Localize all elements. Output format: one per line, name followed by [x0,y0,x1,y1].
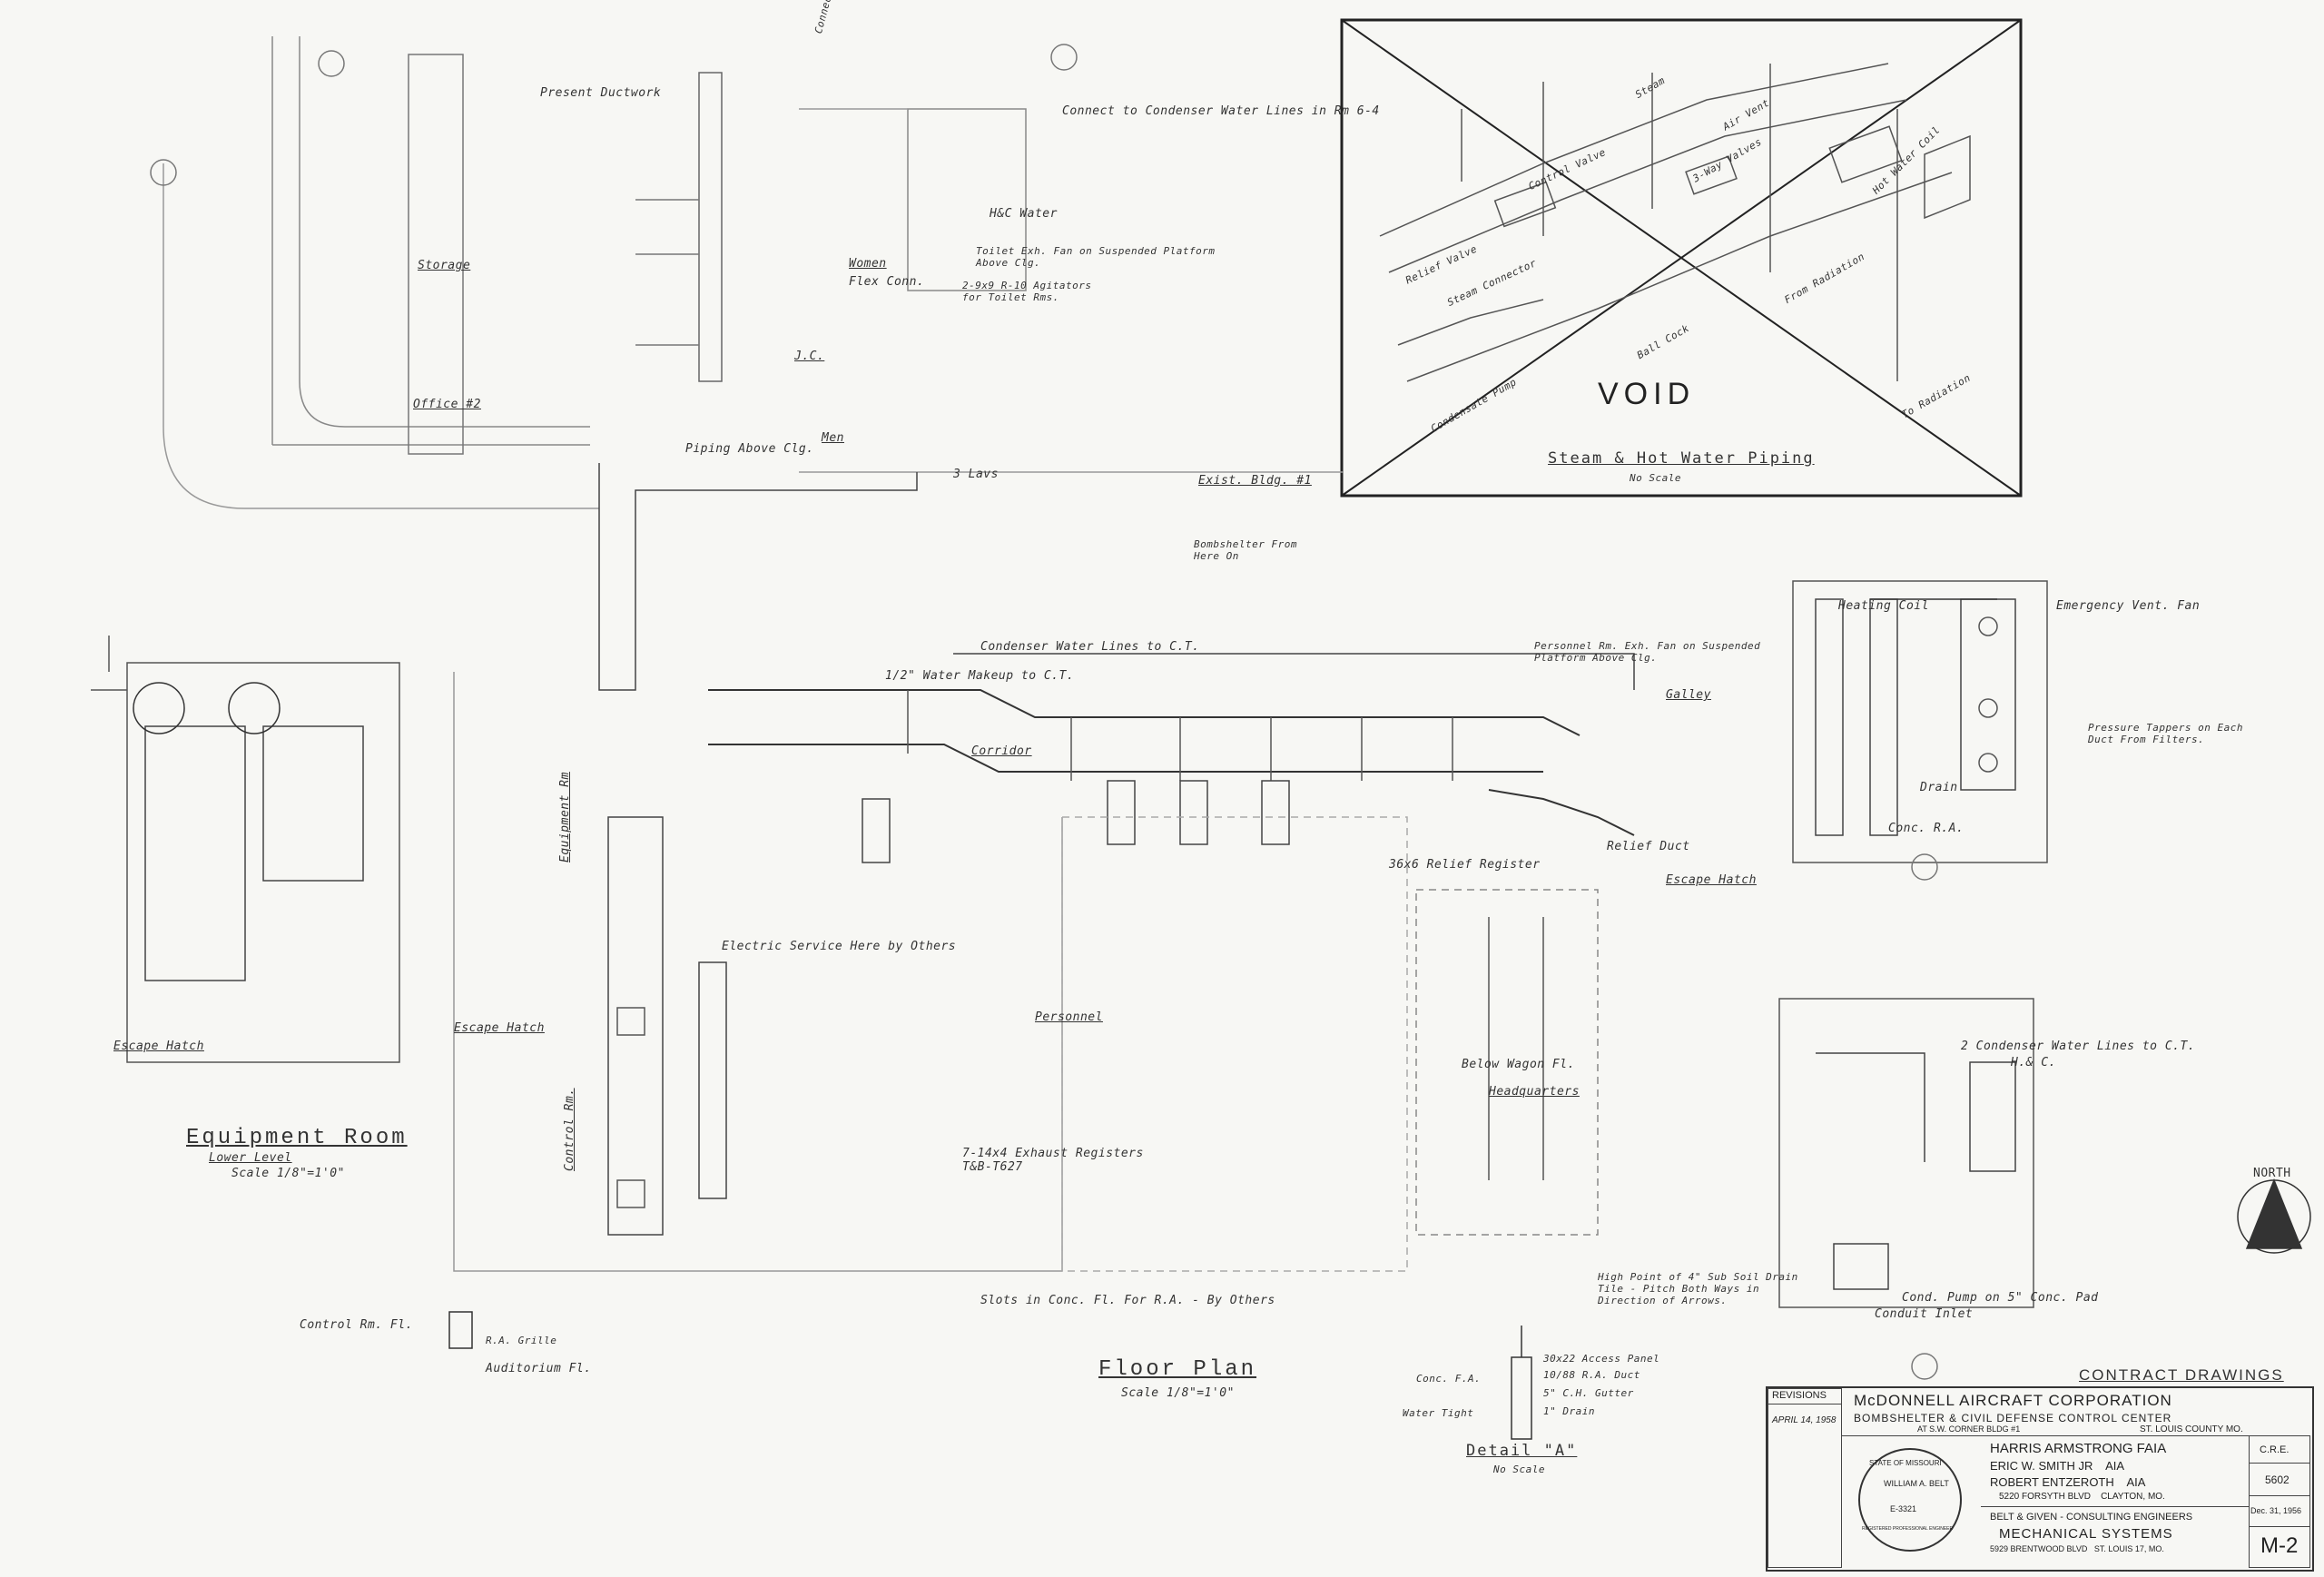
women-label: Women [849,257,887,271]
emergency-vent-fan-label: Emergency Vent. Fan [2056,599,2201,613]
equipment-rm-label: Equipment Rm [558,772,572,862]
north-arrow-icon [2245,1178,2303,1249]
bombshelter-label: Bombshelter From Here On [1194,538,1297,562]
galley-label: Galley [1666,688,1711,702]
floor-plan-scale: Scale 1/8"=1'0" [1121,1386,1235,1400]
seal-state: STATE OF MISSOURI [1869,1459,1942,1467]
location: ST. LOUIS COUNTY MO. [2140,1424,2243,1434]
file-number: 5602 [2265,1474,2290,1486]
control-rm-label: Control Rm. [563,1088,576,1171]
engineers-address: 5929 BRENTWOOD BLVD ST. LOUIS 17, MO. [1990,1544,2164,1553]
gutter-label: 5" C.H. Gutter [1543,1387,1634,1399]
equipment-room-sub: Lower Level [209,1151,292,1165]
void-box [1340,18,2023,498]
slots-conc-fl-label: Slots in Conc. Fl. For R.A. - By Others [980,1294,1275,1307]
detail-a-scale: No Scale [1493,1464,1545,1475]
drawn-by: C.R.E. [2260,1444,2290,1455]
flex-conn-label: Flex Conn. [849,275,925,289]
engineer-seal [1858,1448,1962,1552]
contract-drawings-label: CONTRACT DRAWINGS [2079,1366,2284,1384]
drain-detail-label: 1" Drain [1543,1405,1595,1417]
equipment-room-scale: Scale 1/8"=1'0" [231,1167,345,1180]
architect-2: ERIC W. SMITH JR AIA [1990,1459,2125,1473]
ra-grille-label: R.A. Grille [486,1335,557,1346]
toilet-exh-fan-label: Toilet Exh. Fan on Suspended Platform Ab… [976,245,1216,269]
company-name: McDONNELL AIRCRAFT CORPORATION [1854,1392,2172,1409]
drain-label: Drain [1920,781,1958,794]
electric-service-label: Electric Service Here by Others [722,940,957,953]
men-label: Men [822,431,844,445]
high-point-label: High Point of 4" Sub Soil Drain Tile - P… [1598,1271,1798,1306]
seal-number: E-3321 [1890,1504,1917,1513]
seal-name: WILLIAM A. BELT [1884,1479,1949,1488]
relief-duct-label: Relief Duct [1607,840,1690,853]
void-label: VOID [1598,377,1696,411]
hc-water-label: H&C Water [990,207,1058,221]
escape-hatch-1: Escape Hatch [113,1040,204,1053]
architect-1: HARRIS ARMSTRONG FAIA [1990,1441,2167,1456]
exhaust-registers-label: 7-14x4 Exhaust Registers T&B-T627 [962,1147,1144,1174]
project-name: BOMBSHELTER & CIVIL DEFENSE CONTROL CENT… [1854,1412,2172,1424]
escape-hatch-3: Escape Hatch [1666,873,1757,887]
pressure-tappers-label: Pressure Tappers on Each Duct From Filte… [2088,722,2243,745]
conduit-inlet-label: Conduit Inlet [1875,1307,1974,1321]
heating-coil-label: Heating Coil [1838,599,1929,613]
detail-a-title: Detail "A" [1466,1442,1578,1460]
rr-agitators-label: 2-9x9 R-10 Agitators for Toilet Rms. [962,280,1092,303]
corridor-label: Corridor [971,744,1032,758]
title-block: REVISIONS APRIL 14, 1958 McDONNELL AIRCR… [1766,1386,2314,1572]
office-label: Office #2 [413,398,481,411]
conc-fa-label: Conc. F.A. [1416,1373,1482,1385]
drawing-date: Dec. 31, 1956 [2250,1506,2302,1515]
exist-bldg-label: Exist. Bldg. #1 [1198,474,1312,488]
revisions-label: REVISIONS [1772,1390,1827,1401]
below-wagon-fl-label: Below Wagon Fl. [1462,1058,1575,1071]
condenser-water-lines-label: Condenser Water Lines to C.T. [980,640,1200,654]
access-panel-label: 30x22 Access Panel [1543,1353,1660,1365]
equipment-room-title: Equipment Room [186,1126,408,1150]
auditorium-fl-label: Auditorium Fl. [486,1362,592,1375]
ra-duct-label: 10/88 R.A. Duct [1543,1369,1640,1381]
hc-ac-label: H.& C. [2011,1056,2056,1069]
personnel-label: Personnel [1035,1010,1103,1024]
location-sub: AT S.W. CORNER BLDG #1 [1917,1424,2021,1434]
revision-date: APRIL 14, 1958 [1772,1415,1837,1425]
architect-3: ROBERT ENTZEROTH AIA [1990,1475,2146,1489]
seal-bottom: REGISTERED PROFESSIONAL ENGINEER [1862,1526,1954,1532]
steam-piping-title: Steam & Hot Water Piping [1548,449,1815,468]
water-makeup-label: 1/2" Water Makeup to C.T. [885,669,1075,683]
conc-ra-label: Conc. R.A. [1888,822,1965,835]
architect-address: 5220 FORSYTH BLVD CLAYTON, MO. [1999,1492,2165,1502]
headquarters-label: Headquarters [1489,1085,1580,1099]
north-label: NORTH [2253,1167,2291,1180]
condenser-water-ct-label: 2 Condenser Water Lines to C.T. [1961,1040,2196,1053]
cond-pump-label: Cond. Pump on 5" Conc. Pad [1902,1291,2099,1305]
jc-label: J.C. [794,350,825,363]
connect-condenser-label: Connect to Condenser Water Lines in Rm 6… [1062,104,1380,118]
piping-above-clg-label: Piping Above Clg. [685,442,814,456]
drawing-subtitle: MECHANICAL SYSTEMS [1999,1526,2173,1542]
three-lavs-label: 3 Lavs [953,468,999,481]
steam-piping-scale: No Scale [1630,472,1681,484]
floor-plan-title: Floor Plan [1098,1357,1257,1382]
sheet-number: M-2 [2260,1533,2299,1558]
control-rm-fl-label: Control Rm. Fl. [300,1318,413,1332]
personnel-exh-fan-label: Personnel Rm. Exh. Fan on Suspended Plat… [1534,640,1761,664]
relief-register-label: 36x6 Relief Register [1389,858,1541,872]
engineers: BELT & GIVEN - CONSULTING ENGINEERS [1990,1512,2193,1523]
escape-hatch-2: Escape Hatch [454,1021,545,1035]
water-tight-label: Water Tight [1403,1407,1474,1419]
present-ductwork-label: Present Ductwork [540,86,662,100]
storage-label: Storage [418,259,471,272]
